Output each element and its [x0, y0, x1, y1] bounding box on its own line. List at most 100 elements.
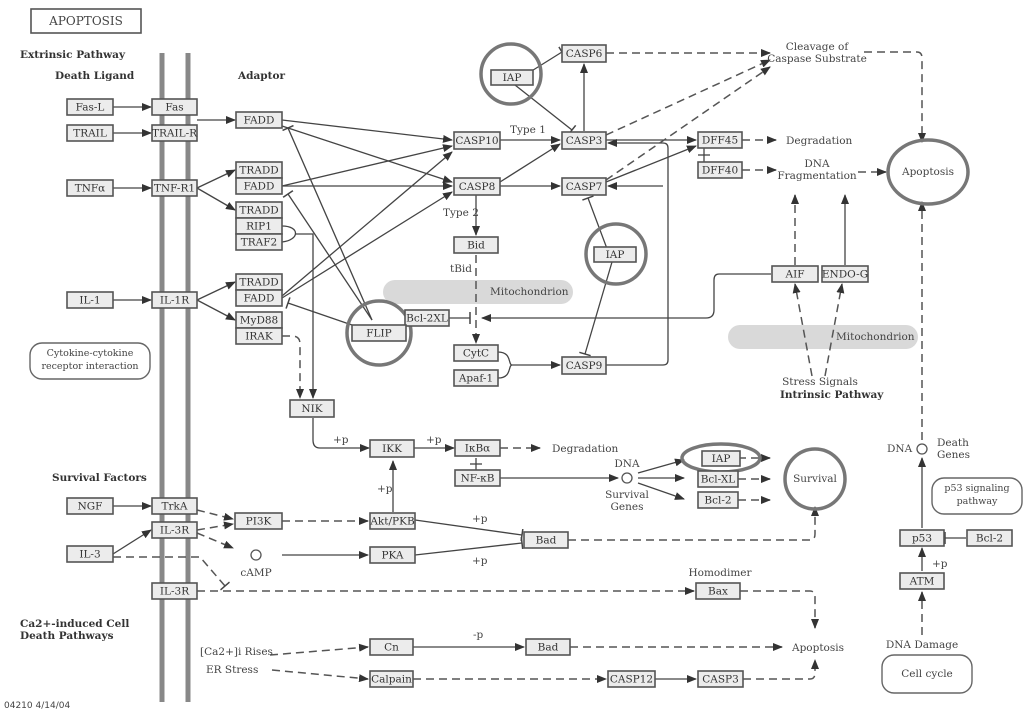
gene-node-iap-3[interactable]: IAP: [701, 450, 741, 467]
dna-damage-label: DNA Damage: [886, 639, 958, 651]
gene-node-irak[interactable]: IRAK: [235, 327, 283, 345]
gene-node-label: CASP3: [566, 135, 603, 147]
death-genes-label-2: Genes: [937, 449, 970, 461]
gene-node-bclxl[interactable]: Bcl-XL: [697, 470, 739, 488]
gene-node-casp3-b[interactable]: CASP3: [697, 670, 744, 688]
gene-node-fadd-2[interactable]: FADD: [235, 177, 283, 195]
camp-node: [250, 549, 262, 561]
gene-node-pi3k[interactable]: PI3K: [234, 512, 283, 530]
gene-node-bad-2[interactable]: Bad: [525, 638, 571, 656]
gene-node-iap-2[interactable]: IAP: [593, 246, 637, 263]
survival-genes-label-2: Genes: [611, 501, 644, 513]
gene-node-iap-1[interactable]: IAP: [490, 69, 534, 86]
p53-signaling-link[interactable]: p53 signaling pathway: [931, 477, 1023, 515]
header-intrinsic-pathway: Intrinsic Pathway: [780, 389, 884, 401]
gene-node-dff45[interactable]: DFF45: [697, 131, 743, 149]
gene-node-casp10[interactable]: CASP10: [453, 131, 501, 150]
gene-node-casp7[interactable]: CASP7: [561, 177, 607, 196]
apoptosis-outcome-label: Apoptosis: [901, 166, 954, 178]
gene-node-label: TRADD: [239, 205, 278, 217]
gene-node-label: PI3K: [246, 516, 272, 528]
gene-node-fas[interactable]: Fas: [151, 98, 198, 116]
gene-node-label: Fas-L: [76, 102, 105, 114]
cytokine-link-line-1: Cytokine-cytokine: [47, 348, 134, 359]
gene-node-myd88[interactable]: MyD88: [235, 311, 283, 329]
gene-node-il1[interactable]: IL-1: [66, 291, 114, 309]
gene-node-label: MyD88: [240, 315, 278, 327]
gene-node-apaf1[interactable]: Apaf-1: [453, 369, 499, 387]
gene-node-bcl2xl[interactable]: Bcl-2XL: [404, 309, 450, 327]
title-box: APOPTOSIS: [30, 8, 142, 34]
gene-node-cytc[interactable]: CytC: [453, 344, 499, 362]
gene-node-tradd-3[interactable]: TRADD: [235, 273, 283, 291]
camp-label: cAMP: [240, 567, 271, 579]
gene-node-il3r-a[interactable]: IL-3R: [151, 521, 198, 539]
gene-node-ngf[interactable]: NGF: [66, 497, 114, 515]
gene-node-tnfr1[interactable]: TNF-R1: [151, 179, 198, 197]
gene-node-aif[interactable]: AIF: [771, 265, 819, 283]
gene-node-casp12[interactable]: CASP12: [607, 670, 656, 688]
mitochondrion-band-2: Mitochondrion: [728, 325, 918, 349]
cell-cycle-link[interactable]: Cell cycle: [881, 654, 973, 694]
apoptosis-outcome[interactable]: Apoptosis: [886, 138, 970, 206]
gene-node-il3[interactable]: IL-3: [66, 545, 114, 563]
title-text: APOPTOSIS: [48, 14, 123, 28]
gene-node-traf2[interactable]: TRAF2: [235, 233, 283, 251]
gene-node-casp8[interactable]: CASP8: [453, 177, 501, 196]
gene-node-label: CASP9: [566, 360, 603, 372]
gene-node-nfkb[interactable]: NF-κB: [454, 469, 501, 487]
gene-node-casp3[interactable]: CASP3: [561, 131, 607, 150]
gene-node-label: Akt/PKB: [369, 516, 415, 528]
gene-node-tradd-2[interactable]: TRADD: [235, 201, 283, 219]
header-ca-induced-2: Death Pathways: [20, 630, 114, 642]
gene-node-ikk[interactable]: IKK: [369, 439, 415, 458]
gene-node-label: IRAK: [245, 331, 273, 343]
gene-node-label: IL-1: [79, 295, 100, 307]
gene-node-bid[interactable]: Bid: [453, 236, 499, 254]
gene-node-pka[interactable]: PKA: [369, 546, 416, 564]
gene-node-label: NGF: [78, 501, 103, 513]
gene-node-flip[interactable]: FLIP: [351, 324, 407, 342]
gene-node-label: ENDO-G: [822, 269, 868, 281]
gene-node-rip1[interactable]: RIP1: [235, 217, 283, 235]
gene-node-p53[interactable]: p53: [899, 529, 945, 547]
cleavage-label-1: Cleavage of: [786, 41, 850, 53]
mitochondrion-band-1: Mitochondrion: [383, 280, 573, 304]
iap-highlight-circle-2: [584, 222, 648, 286]
gene-node-endog[interactable]: ENDO-G: [821, 265, 869, 283]
gene-node-label: Apaf-1: [458, 373, 493, 385]
gene-node-label: FADD: [244, 181, 275, 193]
gene-node-fadd-3[interactable]: FADD: [235, 289, 283, 307]
gene-node-label: AIF: [784, 269, 804, 281]
gene-node-dff40[interactable]: DFF40: [697, 161, 743, 179]
gene-node-trail[interactable]: TRAIL: [66, 124, 114, 142]
cytokine-receptor-link[interactable]: Cytokine-cytokine receptor interaction: [29, 342, 151, 380]
gene-node-tradd-1[interactable]: TRADD: [235, 161, 283, 179]
gene-node-il1r[interactable]: IL-1R: [151, 291, 198, 309]
gene-node-ikba[interactable]: IκBα: [454, 439, 501, 457]
gene-node-fadd-1[interactable]: FADD: [235, 111, 283, 129]
gene-node-akt[interactable]: Akt/PKB: [369, 512, 416, 530]
gene-node-atm[interactable]: ATM: [899, 572, 945, 590]
gene-node-il3r-b[interactable]: IL-3R: [151, 582, 198, 600]
gene-node-bcl2-1[interactable]: Bcl-2: [697, 491, 739, 509]
gene-node-fasl[interactable]: Fas-L: [66, 98, 114, 116]
survival-outcome[interactable]: Survival: [783, 447, 847, 511]
gene-node-tnfa[interactable]: TNFα: [66, 179, 114, 197]
gene-node-cn[interactable]: Cn: [369, 638, 414, 656]
gene-node-casp9[interactable]: CASP9: [561, 356, 607, 375]
gene-node-label: PKA: [381, 550, 403, 562]
gene-node-bcl2-2[interactable]: Bcl-2: [966, 529, 1013, 547]
gene-node-trailr[interactable]: TRAIL-R: [151, 124, 198, 142]
gene-node-label: IL-1R: [160, 295, 190, 307]
gene-node-bad-1[interactable]: Bad: [523, 531, 569, 549]
gene-node-label: CASP7: [566, 181, 603, 193]
gene-node-calpain[interactable]: Calpain: [369, 670, 414, 688]
gene-node-label: Bad: [538, 642, 559, 654]
gene-node-bax[interactable]: Bax: [695, 582, 741, 600]
mitochondrion-label-1: Mitochondrion: [490, 286, 569, 298]
flip-highlight-circle: [345, 299, 413, 367]
gene-node-casp6[interactable]: CASP6: [561, 44, 607, 63]
gene-node-trka[interactable]: TrkA: [151, 497, 198, 515]
gene-node-nik[interactable]: NIK: [289, 399, 335, 418]
